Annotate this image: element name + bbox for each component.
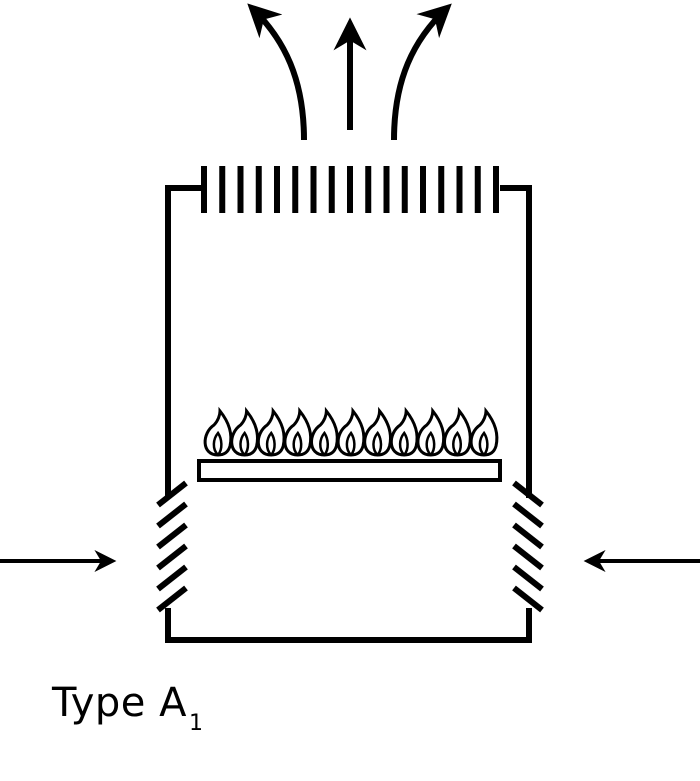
louver-slat — [156, 543, 188, 571]
louver-slat — [156, 501, 188, 529]
caption-main: Type A — [52, 680, 187, 726]
louver-slat — [156, 522, 188, 550]
flame-core — [265, 430, 276, 456]
louver-slat — [156, 585, 188, 613]
louver-slat — [156, 564, 188, 592]
louver-slat — [156, 480, 188, 508]
louver-slat — [512, 585, 544, 613]
flame-core — [212, 430, 223, 456]
louver-slat — [512, 480, 544, 508]
casing — [165, 185, 532, 643]
louver-slat — [512, 564, 544, 592]
flame-core — [345, 430, 356, 456]
flame-core — [425, 430, 436, 456]
exhaust-arrows — [247, 3, 452, 141]
flame-core — [319, 430, 330, 456]
louver-slat — [512, 522, 544, 550]
flue-heat-exchanger — [201, 166, 499, 213]
flame-core — [478, 430, 489, 456]
caption-subscript: 1 — [188, 711, 204, 736]
flame-core — [372, 430, 383, 456]
flame-core — [292, 430, 303, 456]
diagram-caption: Type A1 — [52, 680, 203, 736]
flame-core — [398, 430, 409, 456]
air-inlet-right — [512, 480, 544, 613]
louver-slat — [512, 501, 544, 529]
air-inlet-left — [156, 480, 188, 613]
burner-bar — [197, 459, 502, 482]
burner-flames — [203, 406, 499, 457]
louver-slat — [512, 543, 544, 571]
exhaust-arrow-right — [391, 3, 452, 141]
flame-core — [452, 430, 463, 456]
exhaust-arrow-left — [247, 3, 307, 141]
flame-core — [239, 430, 250, 456]
